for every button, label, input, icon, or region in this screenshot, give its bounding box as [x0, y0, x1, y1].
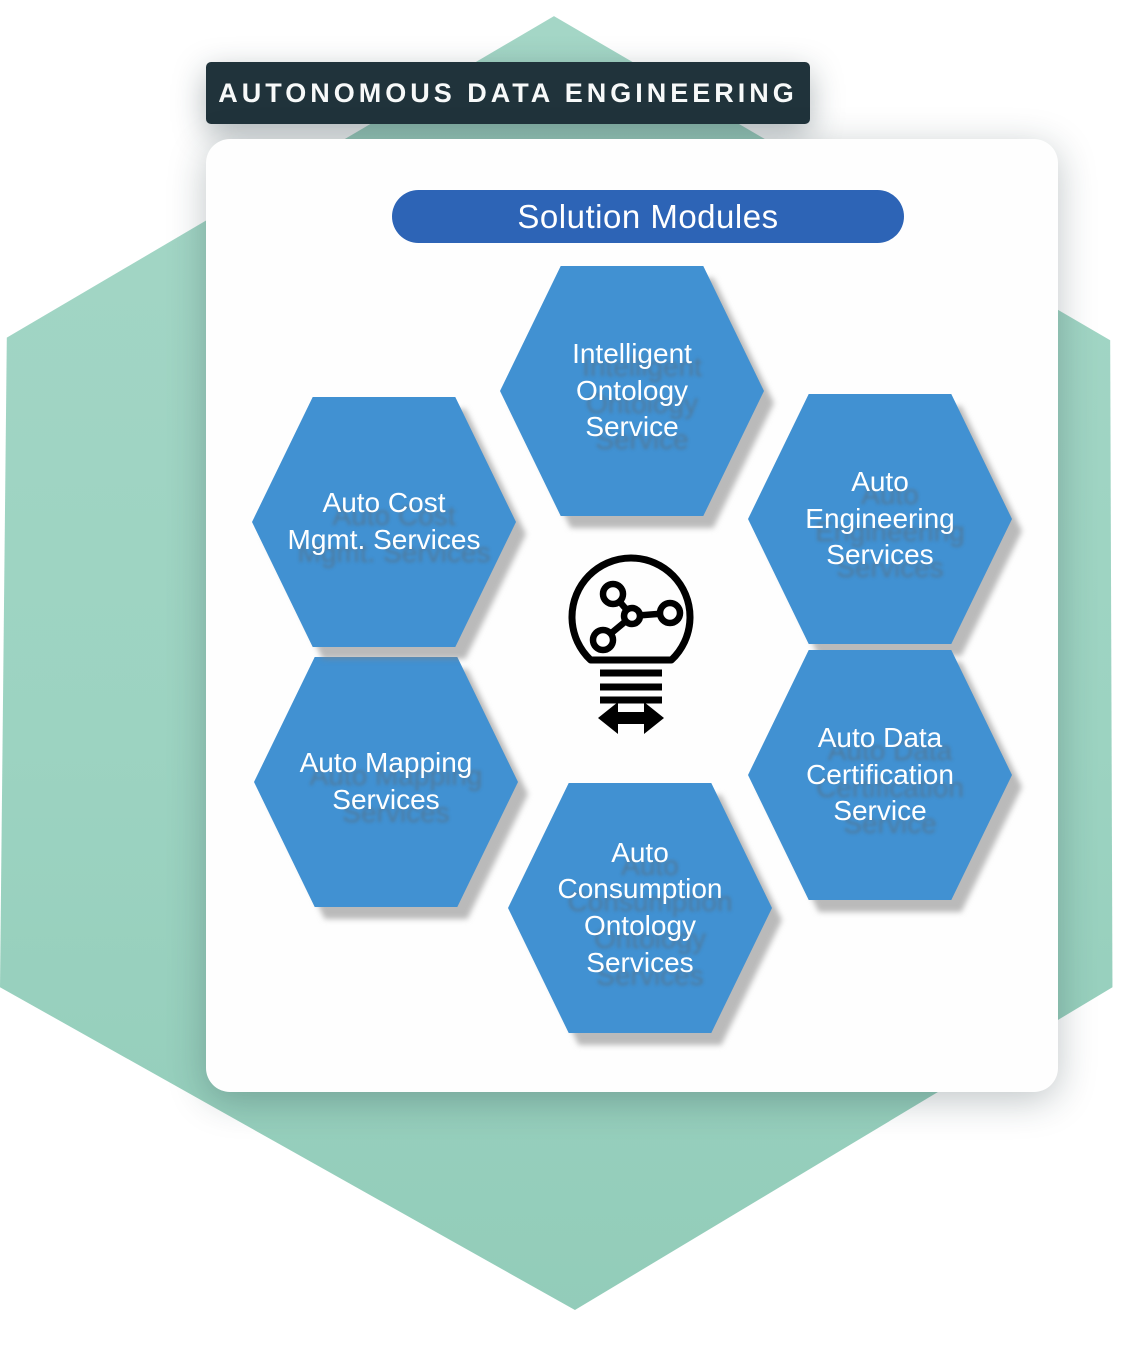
hexagon-shape: Auto Mapping Services: [254, 657, 518, 907]
hexagon-shape: Auto Consumption Ontology Services: [508, 783, 772, 1033]
hexagon-shape: Auto Data Certification Service: [748, 650, 1012, 900]
hexagon-shape: Auto Cost Mgmt. Services: [252, 397, 516, 647]
module-label: Auto Engineering Services: [805, 465, 955, 571]
lightbulb-network-icon: [568, 554, 694, 734]
module-label: Auto Consumption Ontology Services: [557, 836, 723, 978]
module-label: Auto Data Certification Service: [806, 721, 954, 827]
hexagon-shape: Intelligent Ontology Service: [500, 266, 764, 516]
title-badge: AUTONOMOUS DATA ENGINEERING: [206, 62, 810, 124]
module-label: Intelligent Ontology Service: [572, 337, 692, 443]
solution-modules-pill: Solution Modules: [392, 190, 904, 243]
pill-label: Solution Modules: [517, 197, 779, 235]
hexagon-shape: Auto Engineering Services: [748, 394, 1012, 644]
module-hexagon-auto-engineering: Auto Engineering Services: [748, 394, 1012, 644]
module-hexagon-intelligent-ontology: Intelligent Ontology Service: [500, 266, 764, 516]
module-hexagon-auto-consumption-ontology: Auto Consumption Ontology Services: [508, 783, 772, 1033]
module-label: Auto Mapping Services: [299, 747, 473, 815]
module-hexagon-auto-cost-mgmt: Auto Cost Mgmt. Services: [252, 397, 516, 647]
module-label: Auto Cost Mgmt. Services: [287, 487, 481, 555]
module-hexagon-auto-data-certification: Auto Data Certification Service: [748, 650, 1012, 900]
page-title: AUTONOMOUS DATA ENGINEERING: [218, 77, 798, 108]
module-hexagon-auto-mapping: Auto Mapping Services: [254, 657, 518, 907]
